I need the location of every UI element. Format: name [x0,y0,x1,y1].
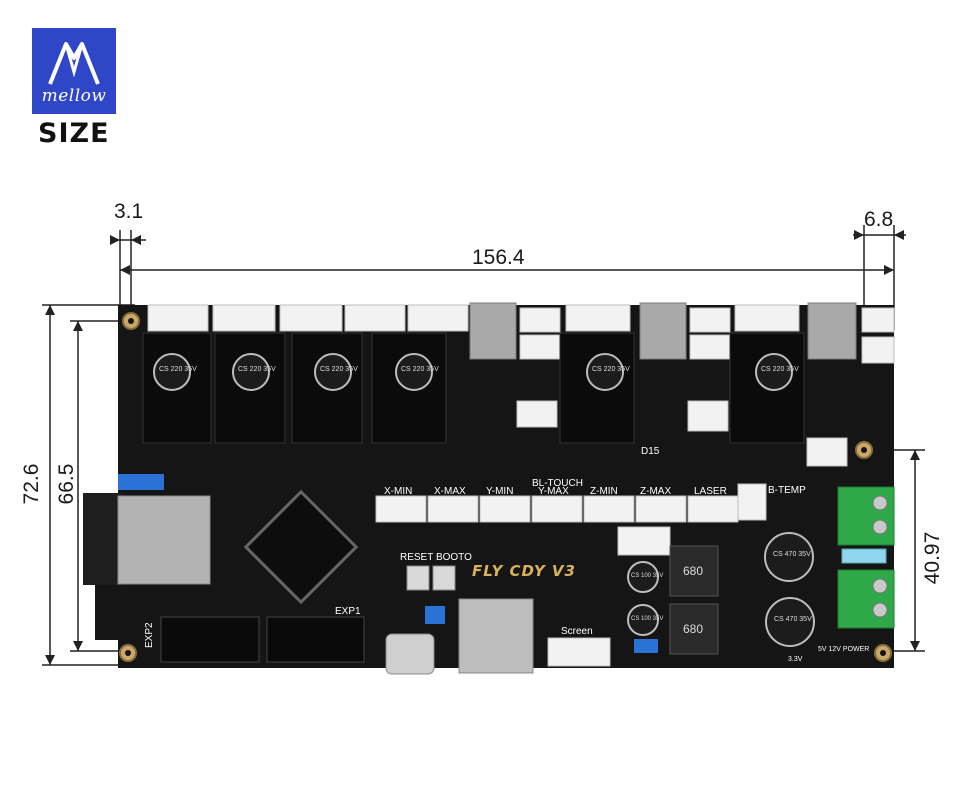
thermistor-connector [806,437,848,467]
blue-jumper [118,474,164,490]
driver-socket [214,332,286,444]
screen-label: Screen [561,626,593,637]
logo-wordmark: mellow [41,86,107,106]
x-min-label: X-MIN [384,486,413,497]
dim-left-offset: 3.1 [114,200,144,223]
v33-label: 3.3V [788,656,803,663]
dim-hole-span-width: 156.4 [472,246,525,269]
z-min-label: Z-MIN [590,486,618,497]
capacitor-label: CS 470 35V [773,551,811,558]
capacitor-label: CS 100 35V [631,616,664,622]
fan-connector [687,400,729,432]
b-temp-label: B-TEMP [768,485,806,496]
capacitor-label: CS 220 35V [592,366,630,373]
capacitor-label: CS 470 35V [774,616,812,623]
motor-connector [344,304,406,332]
capacitor [627,604,659,636]
btemp-connector [737,483,767,521]
driver-socket [142,332,212,444]
wifi-module [117,495,211,585]
mountain-logo-icon [48,42,100,85]
exp2-header [160,616,260,663]
y-max-label: Y-MAX [538,486,569,497]
endstop-connector [687,495,739,523]
capacitor-label: CS 220 35V [401,366,439,373]
capacitor [153,353,191,391]
capacitor [764,532,814,582]
x-max-label: X-MAX [434,486,466,497]
capacitor-label: CS 220 35V [320,366,358,373]
endstop-connector [531,495,583,523]
heater-terminal [639,302,687,360]
sd-card-slot [458,598,534,674]
endstop-connector [635,495,687,523]
inductor [669,545,719,597]
board-name: FLY CDY V3 [472,562,576,580]
fan-connector [689,307,731,333]
motor-connector [279,304,343,332]
motor-connector [147,304,209,332]
fan-connector [861,336,895,364]
motor-connector [565,304,631,332]
exp1-label: EXP1 [335,606,361,617]
capacitor [314,353,352,391]
motor-connector [407,304,469,332]
screen-connector [617,526,671,556]
capacitor [232,353,270,391]
mellow-logo: mellow [32,28,116,114]
motor-connector [734,304,800,332]
mcu-chip [243,489,359,605]
endstop-connector [479,495,531,523]
heater-terminal [469,302,517,360]
power-label: 5V 12V POWER [818,646,870,653]
fan-connector [519,307,561,333]
capacitor-label: CS 220 35V [761,366,799,373]
capacitor-label: CS 100 35V [631,573,664,579]
motor-connector [212,304,276,332]
screen-connector [547,637,611,667]
capacitor [765,597,815,647]
capacitor [395,353,433,391]
capacitor [755,353,793,391]
inductor-label: 680 [683,622,704,636]
reset-boot-label: RESET BOOTO [400,552,472,563]
endstop-connector [583,495,635,523]
size-heading: SIZE [38,118,110,149]
capacitor [586,353,624,391]
boot-button [432,565,456,591]
dim-right-offset: 6.8 [864,208,894,231]
fan-connector [516,400,558,428]
inductor-label: 680 [683,564,704,578]
power-terminal [837,486,895,546]
blue-jumper [425,606,445,624]
capacitor-label: CS 220 35V [159,366,197,373]
inductor [669,603,719,655]
endstop-connector [375,495,427,523]
fan-connector [689,334,731,360]
exp1-header [266,616,365,663]
fuse [841,548,887,564]
fan-connector [861,307,895,333]
reset-button [406,565,430,591]
y-min-label: Y-MIN [486,486,514,497]
fan-connector [519,334,561,360]
heater-terminal [807,302,857,360]
capacitor-label: CS 220 35V [238,366,276,373]
blue-jumper [634,639,658,653]
exp2-label: EXP2 [144,622,155,648]
z-max-label: Z-MAX [640,486,672,497]
laser-label: LASER [694,486,727,497]
wifi-antenna [83,493,123,585]
power-terminal [837,569,895,629]
endstop-connector [427,495,479,523]
usb-c-port [385,633,435,675]
d15-label: D15 [641,446,660,457]
bl-touch-label: BL-TOUCH [532,478,583,489]
capacitor [627,561,659,593]
